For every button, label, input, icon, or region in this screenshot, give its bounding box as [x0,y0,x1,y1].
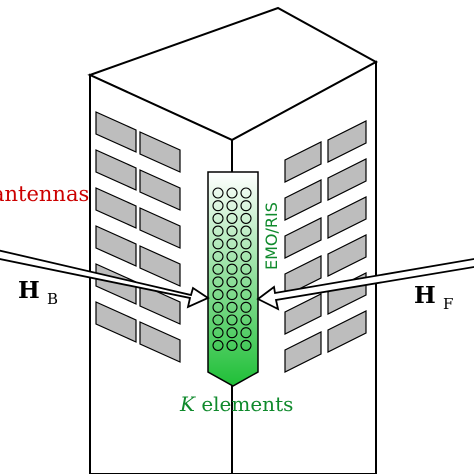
window [139,283,181,325]
ris-element [226,276,238,288]
ris-element [240,212,252,224]
ris-element [226,289,238,301]
window [284,331,322,373]
window [139,169,181,211]
ris-element [212,314,224,326]
ris-element [240,289,252,301]
window [327,120,367,163]
window [327,234,367,277]
ris-element [226,339,238,351]
ris-element [226,250,238,263]
hb-main: H [18,277,40,304]
hb-label: H B [18,277,58,308]
window [95,225,137,267]
antennas-label: antennas [0,182,89,206]
ris-element [226,238,238,250]
arrow-hb [0,249,210,309]
window [284,141,322,183]
window [139,321,181,363]
ris-element [212,238,224,250]
ris-element [240,225,252,237]
ris-element [240,276,252,288]
window [139,207,181,249]
ris-element [212,250,224,263]
window [327,196,367,239]
window [139,245,181,287]
window [95,111,137,153]
window [95,149,137,191]
ris-element [226,187,238,199]
ris-element [212,212,224,224]
hf-subscript: F [443,295,453,313]
ris-element [212,263,224,275]
ris-element [240,314,252,326]
ris-panel [207,171,259,387]
ris-element [226,225,238,237]
ris-element [212,276,224,288]
window [284,217,322,259]
emo-ris-label: EMO/RIS [262,202,281,270]
ris-element [226,301,238,313]
window [139,131,181,173]
window [95,187,137,229]
ris-element [240,339,252,351]
hb-subscript: B [47,290,58,308]
ris-element [212,339,224,351]
ris-element [240,301,252,313]
ris-element [240,187,252,199]
ris-element [212,225,224,237]
ris-element [212,289,224,301]
ris-element [240,238,252,250]
right-face-windows [284,120,367,373]
hf-main: H [414,282,436,309]
ris-element [226,200,238,212]
ris-element [226,263,238,275]
k-elements-label: K elements [179,392,293,416]
ris-element [240,200,252,212]
k-variable: K [179,392,196,416]
ris-element [212,187,224,199]
ris-element [240,250,252,263]
window [95,301,137,343]
k-elements-text: elements [201,392,293,416]
hf-label: H F [414,282,453,313]
arrow-hf [256,258,474,311]
ris-element [226,314,238,326]
window [284,179,322,221]
window [284,255,322,297]
ris-element-grid [212,187,252,351]
ris-element [212,327,224,339]
left-face-windows [95,111,181,363]
ris-element [212,301,224,313]
ris-element [240,263,252,275]
window [327,310,367,353]
window [284,293,322,335]
ris-element [240,327,252,339]
window [327,158,367,201]
ris-element [226,327,238,339]
ris-element [226,212,238,224]
ris-element [212,200,224,212]
